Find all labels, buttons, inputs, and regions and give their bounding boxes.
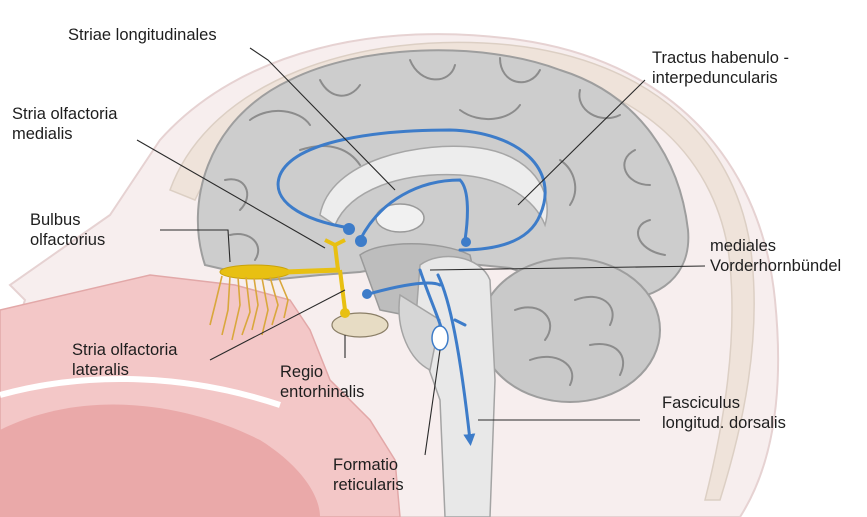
- label-bulbus-olfactorius: Bulbus olfactorius: [30, 210, 105, 250]
- entorhinal-region: [332, 313, 388, 337]
- formatio-reticularis-shape: [432, 326, 448, 350]
- label-striae-longitudinales: Striae longitudinales: [68, 25, 217, 45]
- olfactory-tract: [285, 270, 340, 272]
- label-mediales-vorderhornbuendel: mediales Vorderhornbündel: [710, 236, 841, 276]
- label-stria-olfactoria-lateralis: Stria olfactoria lateralis: [72, 340, 177, 380]
- amygdala-dot: [340, 308, 350, 318]
- label-formatio-reticularis: Formatio reticularis: [333, 455, 404, 495]
- node-septal: [343, 223, 355, 235]
- label-fasciculus-longitud-dorsalis: Fasciculus longitud. dorsalis: [662, 393, 786, 433]
- label-regio-entorhinalis: Regio entorhinalis: [280, 362, 364, 402]
- cerebellum: [480, 258, 660, 402]
- node-interpeduncular: [461, 237, 471, 247]
- node-habenula: [355, 235, 367, 247]
- node-hypothalamus: [362, 289, 372, 299]
- label-tractus-habenulo-interpeduncularis: Tractus habenulo - interpeduncularis: [652, 48, 789, 88]
- label-stria-olfactoria-medialis: Stria olfactoria medialis: [12, 104, 117, 144]
